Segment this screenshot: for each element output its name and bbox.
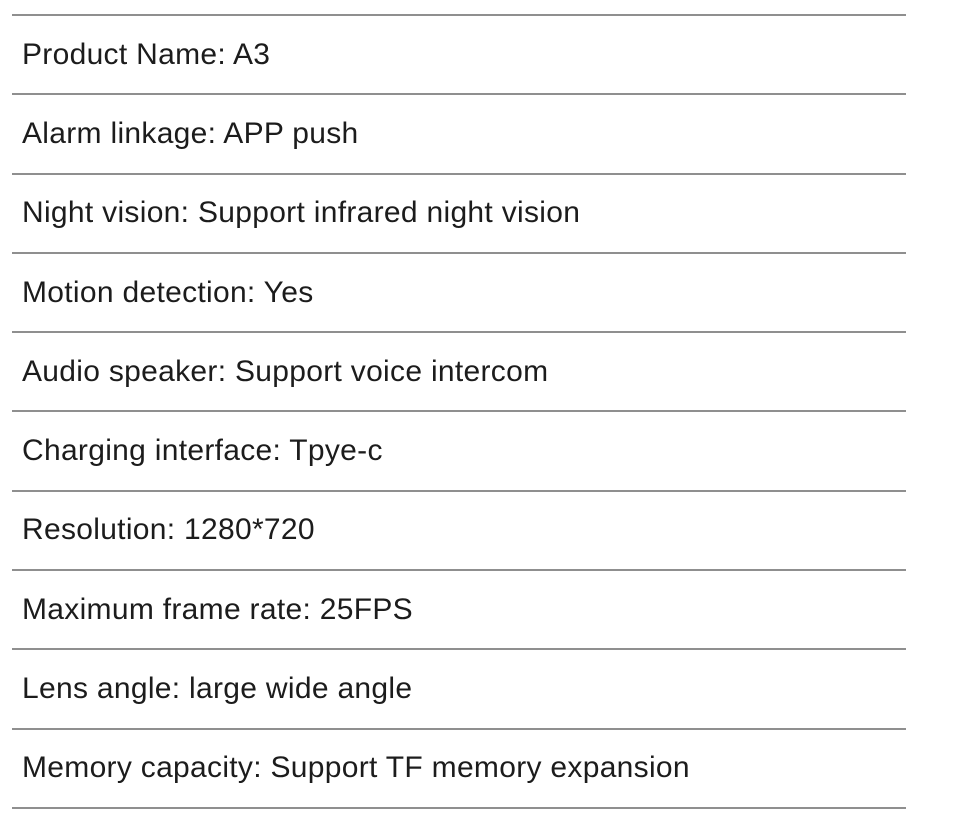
spec-row-text: Product Name: A3 [22,37,271,71]
spec-row-maximum-frame-rate: Maximum frame rate: 25FPS [12,569,906,648]
spec-row-audio-speaker: Audio speaker: Support voice intercom [12,331,906,410]
spec-row-alarm-linkage: Alarm linkage: APP push [12,93,906,172]
spec-row-product-name: Product Name: A3 [12,14,906,93]
spec-row-text: Resolution: 1280*720 [22,513,315,547]
spec-row-memory-capacity: Memory capacity: Support TF memory expan… [12,727,906,807]
spec-row-charging-interface: Charging interface: Tpye-c [12,410,906,489]
spec-row-text: Lens angle: large wide angle [22,672,413,706]
spec-row-text: Alarm linkage: APP push [22,116,359,150]
spec-row-resolution: Resolution: 1280*720 [12,489,906,569]
spec-row-text: Audio speaker: Support voice intercom [22,354,549,388]
spec-row-lens-angle: Lens angle: large wide angle [12,648,906,727]
spec-row-text: Memory capacity: Support TF memory expan… [22,751,690,785]
spec-row-text: Maximum frame rate: 25FPS [22,592,413,626]
product-spec-table: Product Name: A3 Alarm linkage: APP push… [12,14,906,809]
spec-row-night-vision: Night vision: Support infrared night vis… [12,172,906,252]
spec-row-text: Motion detection: Yes [22,275,314,309]
spec-row-text: Night vision: Support infrared night vis… [22,196,581,230]
spec-row-text: Charging interface: Tpye-c [22,434,383,468]
spec-row-motion-detection: Motion detection: Yes [12,251,906,331]
